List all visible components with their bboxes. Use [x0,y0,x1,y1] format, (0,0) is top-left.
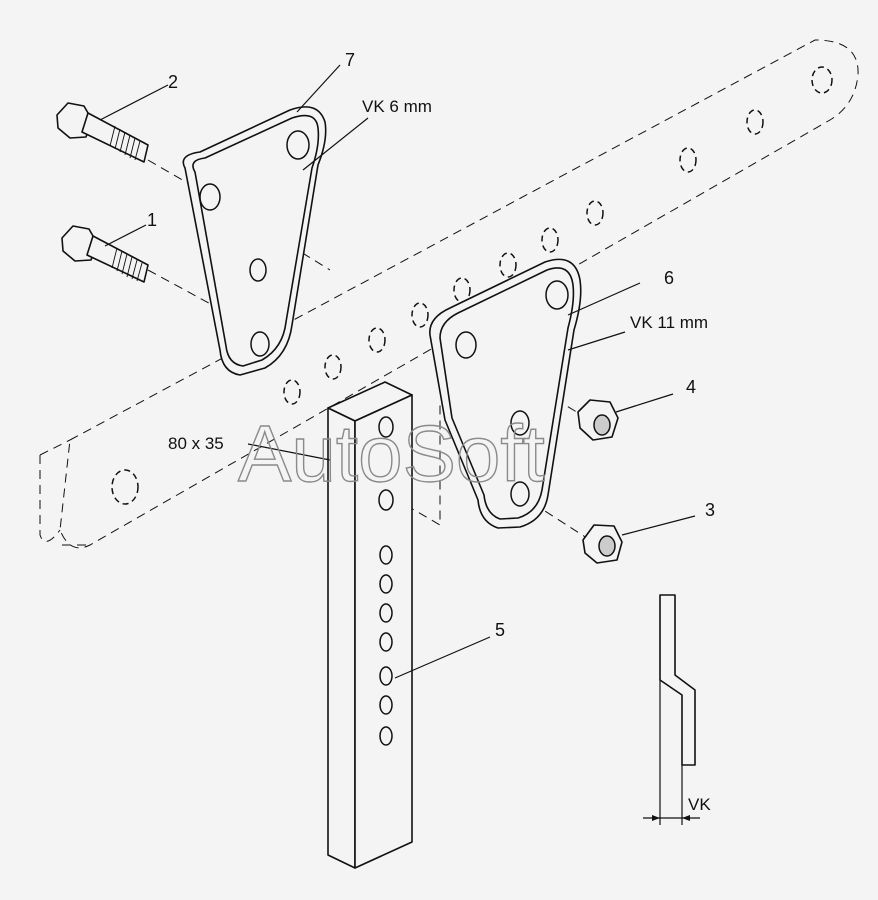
callout-3: 3 [705,500,715,520]
callout-2: 2 [168,72,178,92]
tube-5 [327,381,413,869]
bolt-1 [61,225,149,283]
plate-6 [429,258,582,529]
side-detail [643,594,700,825]
nut-3 [582,524,623,564]
plate6-thickness-label: VK 11 mm [630,313,708,332]
watermark: AutoSoft [238,409,545,498]
nut-4 [577,399,619,441]
bolt-2 [56,102,149,163]
tube-section-label: 80 x 35 [168,434,224,453]
callout-1: 1 [147,210,157,230]
callout-4: 4 [686,377,696,397]
leader-lines [99,64,696,679]
callout-7: 7 [345,50,355,70]
plate-7 [182,106,327,376]
plate7-thickness-label: VK 6 mm [362,97,432,116]
tube-holes [378,416,394,746]
detail-vk-label: VK [688,795,711,814]
callout-6: 6 [664,268,674,288]
callout-5: 5 [495,620,505,640]
